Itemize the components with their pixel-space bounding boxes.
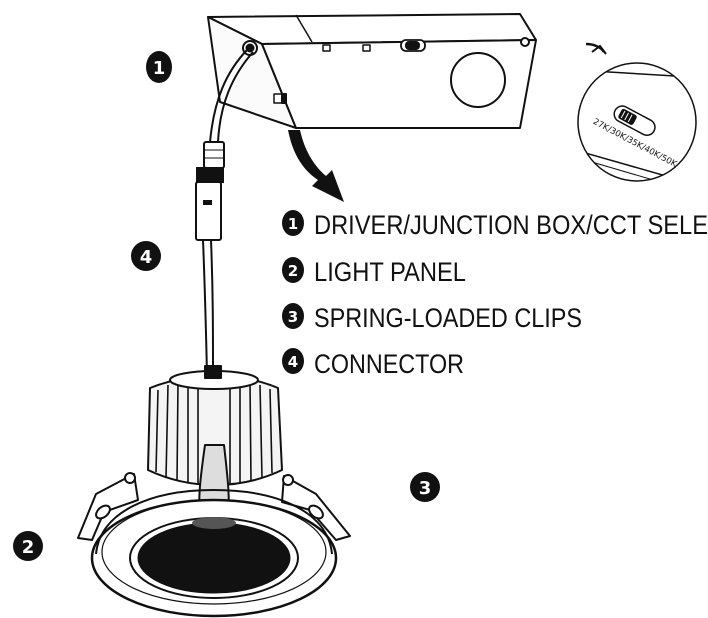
svg-text:3: 3 bbox=[288, 308, 298, 326]
svg-text:1: 1 bbox=[153, 58, 166, 79]
legend-badge bbox=[282, 210, 304, 236]
svg-text:1: 1 bbox=[288, 215, 298, 233]
callout-badge-4: 4 bbox=[131, 241, 161, 271]
svg-text:2: 2 bbox=[22, 537, 35, 558]
legend: 1 DRIVER/JUNCTION BOX/CCT SELE 2 LIGHT P… bbox=[282, 210, 708, 379]
legend-item: 3 SPRING-LOADED CLIPS bbox=[282, 303, 582, 333]
junction-box bbox=[207, 13, 537, 129]
svg-text:3: 3 bbox=[419, 478, 432, 499]
legend-badge bbox=[282, 348, 304, 374]
legend-badge bbox=[282, 303, 304, 329]
legend-badge bbox=[282, 257, 304, 283]
cct-switch-detail: 27K/30K/35K/40K/50K bbox=[577, 42, 697, 182]
legend-label: CONNECTOR bbox=[314, 349, 464, 379]
svg-text:2: 2 bbox=[288, 262, 298, 280]
legend-item: 2 LIGHT PANEL bbox=[282, 257, 466, 287]
legend-item: 4 CONNECTOR bbox=[282, 348, 464, 379]
trim-ring bbox=[90, 489, 338, 618]
svg-text:4: 4 bbox=[288, 353, 298, 371]
legend-label: LIGHT PANEL bbox=[314, 257, 466, 287]
spring-clips bbox=[77, 472, 351, 541]
callout-badge-2: 2 bbox=[13, 531, 43, 561]
connector bbox=[195, 141, 225, 241]
legend-label: DRIVER/JUNCTION BOX/CCT SELE bbox=[314, 210, 708, 240]
callout-badge-1: 1 bbox=[146, 51, 172, 83]
cable bbox=[202, 49, 254, 376]
downlight bbox=[147, 365, 283, 516]
down-arrow bbox=[288, 130, 344, 202]
callout-badge-3: 3 bbox=[410, 472, 440, 502]
svg-text:4: 4 bbox=[140, 247, 153, 268]
legend-label: SPRING-LOADED CLIPS bbox=[314, 303, 582, 333]
legend-item: 1 DRIVER/JUNCTION BOX/CCT SELE bbox=[282, 210, 708, 240]
